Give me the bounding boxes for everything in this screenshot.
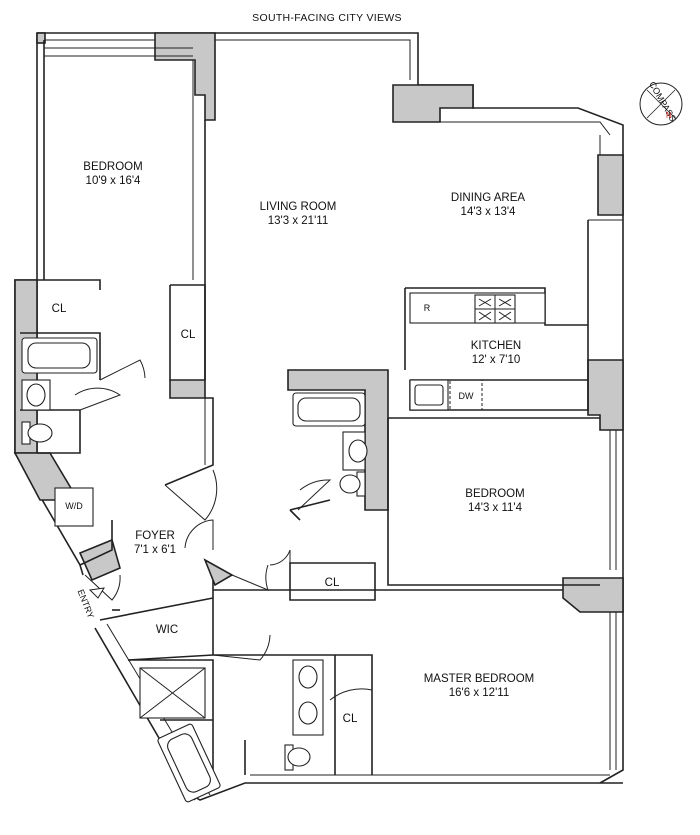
bedroom-west-name: BEDROOM [83, 161, 142, 173]
kitchen-size: 12' x 7'10 [472, 354, 521, 366]
fixtures [21, 47, 546, 803]
master-bedroom-name: MASTER BEDROOM [424, 673, 535, 685]
living-room-name: LIVING ROOM [260, 201, 337, 213]
closet-label-hall: CL [325, 577, 340, 589]
bedroom-west-size: 10'9 x 16'4 [86, 175, 142, 187]
wic-label: WIC [156, 624, 178, 636]
closet-label-master: CL [343, 713, 358, 725]
windows [588, 135, 623, 770]
dishwasher-outline [449, 379, 483, 411]
washer-dryer-label: W/D [65, 501, 83, 511]
foyer-name: FOYER [135, 530, 175, 542]
bedroom-east-name: BEDROOM [465, 488, 524, 500]
compass-icon: COMPASS N [639, 80, 683, 126]
bedroom-east-size: 14'3 x 11'4 [468, 502, 523, 514]
compass-north: N [666, 111, 672, 120]
toilet-east-icon [339, 474, 361, 494]
closet-label-living: CL [181, 329, 196, 341]
view-caption: SOUTH-FACING CITY VIEWS [252, 12, 402, 24]
entry-marker: ENTRY [75, 587, 105, 620]
foyer-size: 7'1 x 6'1 [134, 544, 176, 556]
toilet-master-icon [287, 747, 311, 767]
washer-dryer-icon [54, 487, 94, 527]
dining-area-size: 14'3 x 13'4 [461, 206, 517, 218]
living-room-size: 13'3 x 21'11 [268, 215, 328, 227]
dining-area-name: DINING AREA [451, 192, 525, 204]
dishwasher-label: DW [459, 391, 474, 401]
door-swings [74, 359, 373, 740]
refrigerator-label: R [424, 303, 431, 313]
entry-arrow-icon [88, 587, 105, 599]
closet-label-west: CL [52, 303, 67, 315]
kitchen-name: KITCHEN [471, 340, 521, 352]
master-bedroom-size: 16'6 x 12'11 [449, 687, 509, 699]
